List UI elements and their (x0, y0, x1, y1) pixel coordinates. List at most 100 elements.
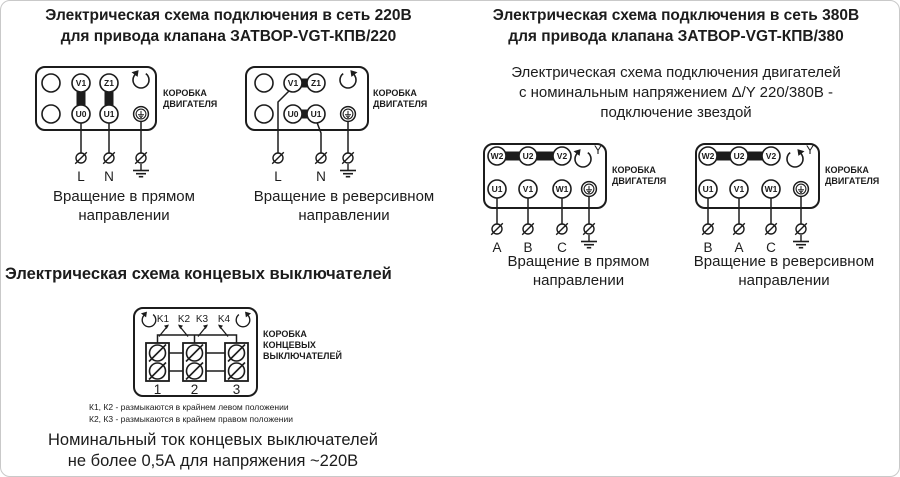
terminal: U1 (698, 179, 718, 199)
ground-terminal-icon (132, 105, 150, 123)
terminal-connectors (169, 352, 225, 372)
wires (707, 196, 802, 224)
wires (80, 121, 142, 153)
caption-220-reverse: Вращение в реверсивном направлении (238, 187, 450, 225)
motor-box-label: КОРОБКА (612, 165, 656, 175)
svg-text:V2: V2 (766, 151, 777, 161)
terminal: U1 (487, 179, 507, 199)
terminal: U2 (729, 146, 749, 166)
motor-box (483, 143, 607, 209)
earth-icon (792, 234, 810, 249)
subtitle-380: Электрическая схема подключения двигател… (463, 63, 889, 123)
jumper-bar (76, 87, 86, 110)
screw-terminal-icon (185, 343, 204, 363)
title-380-line2: для привода клапана ЗАТВОР-VGT-КПВ/380 (508, 28, 844, 45)
wire-end-icon (314, 151, 328, 165)
switch-contacts (158, 324, 229, 337)
terminal-block (145, 342, 170, 382)
svg-text:W1: W1 (765, 184, 778, 194)
limit-switch-title: Электрическая схема концевых выключателе… (5, 265, 392, 283)
svg-text:W1: W1 (556, 184, 569, 194)
diagram-limit-switches: K1 K2 K3 K4 1 2 3 КОРОБКА КОНЦЕВЫХ ВЫКЛЮ… (133, 307, 342, 397)
star-label: Y (806, 143, 814, 157)
terminal: V1 (71, 73, 91, 93)
title-380: Электрическая схема подключения в сеть 3… (463, 5, 889, 47)
svg-text:U2: U2 (523, 151, 534, 161)
rating-line: не более 0,5А для напряжения ~220В (67, 452, 359, 470)
motor-box (695, 143, 820, 209)
wire-end-icon (794, 222, 808, 236)
terminal-number: 1 (154, 382, 162, 397)
svg-text:V2: V2 (557, 151, 568, 161)
diagram-220-forward: V1 Z1 U0 U1 L N КОРОБКА ДВИГАТЕЛЯ (35, 66, 217, 184)
terminal-blank (41, 73, 61, 93)
motor-box-label: КОРОБКА (825, 165, 869, 175)
rotation-cw-icon (340, 70, 358, 88)
switch-label: K3 (196, 314, 209, 325)
wire-end-icon (271, 151, 285, 165)
motor-box (245, 66, 369, 131)
phase-label: C (557, 240, 567, 255)
subtitle-380-line3: подключение звездой (600, 104, 752, 121)
terminal-block (224, 342, 249, 382)
terminal-blank (254, 73, 274, 93)
svg-text:W2: W2 (702, 151, 715, 161)
caption-220-forward: Вращение в прямом направлении (19, 187, 229, 225)
terminal: W2 (698, 146, 718, 166)
terminal: W2 (487, 146, 507, 166)
svg-text:W2: W2 (491, 151, 504, 161)
svg-text:U0: U0 (76, 109, 87, 119)
terminal: V2 (552, 146, 572, 166)
switch-wiring (156, 334, 238, 343)
phase-label: A (734, 240, 743, 255)
wire-end-icon (764, 222, 778, 236)
svg-text:V1: V1 (523, 184, 534, 194)
terminal: U1 (306, 104, 326, 124)
caption-line: направлении (298, 207, 390, 224)
jumper-bar (299, 78, 310, 88)
terminal-block (182, 342, 207, 382)
earth-icon (132, 163, 150, 178)
svg-text:U2: U2 (734, 151, 745, 161)
terminal: W1 (552, 179, 572, 199)
switch-label: K1 (157, 314, 170, 325)
caption-380-forward: Вращение в прямом направлении (481, 252, 676, 290)
terminal: U1 (99, 104, 119, 124)
earth-icon (339, 163, 357, 178)
switch-label: K2 (178, 314, 191, 325)
title-220-line2: для привода клапана ЗАТВОР-VGT-КПВ/220 (60, 28, 397, 45)
svg-text:U1: U1 (104, 109, 115, 119)
caption-line: Вращение в прямом (53, 188, 195, 205)
caption-380-reverse: Вращение в реверсивном направлении (684, 252, 884, 290)
terminal: W1 (761, 179, 781, 199)
wire-end-icon (102, 151, 116, 165)
motor-box-label: ДВИГАТЕЛЯ (373, 99, 427, 109)
rotation-ccw-icon (572, 148, 592, 168)
terminal: V1 (729, 179, 749, 199)
terminal: Z1 (99, 73, 119, 93)
terminal: U2 (518, 146, 538, 166)
wire-end-icon (582, 222, 596, 236)
wire-end-icon (134, 151, 148, 165)
wires (277, 89, 349, 153)
rating-text: Номинальный ток концевых выключателей не… (9, 430, 417, 472)
limit-box-label: КОНЦЕВЫХ (263, 340, 316, 350)
limit-box-label: КОРОБКА (263, 329, 307, 339)
caption-line: направлении (78, 207, 170, 224)
phase-label: L (77, 169, 85, 184)
svg-text:V1: V1 (734, 184, 745, 194)
caption-line: Вращение в прямом (507, 253, 650, 270)
ground-terminal-icon (580, 180, 598, 198)
subtitle-380-line1: Электрическая схема подключения двигател… (511, 64, 841, 81)
rotation-cw-icon (236, 312, 251, 327)
wire-end-icon (341, 151, 355, 165)
svg-text:U1: U1 (311, 109, 322, 119)
motor-box-label: ДВИГАТЕЛЯ (163, 99, 217, 109)
motor-box-label: ДВИГАТЕЛЯ (825, 176, 879, 186)
phase-label: N (316, 169, 326, 184)
title-220-line1: Электрическая схема подключения в сеть 2… (45, 7, 412, 24)
svg-text:U1: U1 (703, 184, 714, 194)
terminal: V2 (761, 146, 781, 166)
jumper-bar (747, 151, 764, 161)
